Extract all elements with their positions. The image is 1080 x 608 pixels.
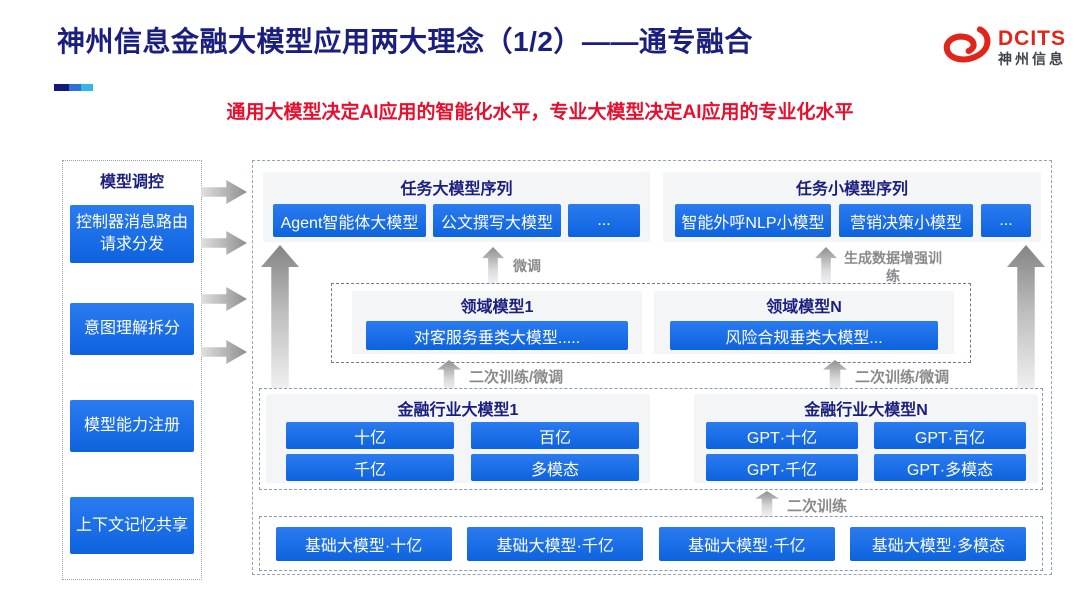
- page-title: 神州信息金融大模型应用两大理念（1/2）——通专融合: [57, 26, 753, 57]
- node-100b: 千亿: [286, 454, 454, 481]
- label-second-train-finetune-right: 二次训练/微调: [855, 369, 950, 386]
- node-1b: 十亿: [286, 422, 454, 449]
- node-document-writing-model: 公文撰写大模型: [433, 204, 561, 237]
- base-models-group: 基础大模型·十亿 基础大模型·千亿 基础大模型·千亿 基础大模型·多模态: [259, 516, 1043, 571]
- panel-task-small-models: 任务小模型序列 智能外呼NLP小模型 营销决策小模型 ...: [663, 172, 1041, 242]
- label-second-train: 二次训练: [787, 498, 848, 515]
- accent-segment-blue: [69, 84, 81, 91]
- sidebar-model-control: 模型调控 控制器消息路由请求分发 意图理解拆分 模型能力注册 上下文记忆共享: [62, 160, 202, 580]
- panel-domain-model-n: 领域模型N 风险合规垂类大模型...: [654, 291, 954, 354]
- panel-title: 任务小模型序列: [795, 181, 908, 198]
- accent-bar: [54, 84, 93, 91]
- dcits-swirl-icon: [940, 22, 992, 73]
- logo-company: 神州信息: [998, 51, 1066, 68]
- accent-segment-cyan: [81, 84, 93, 91]
- panel-domain-model-1: 领域模型1 对客服务垂类大模型.....: [352, 291, 642, 354]
- node-gpt-100b: GPT·千亿: [706, 454, 858, 481]
- subtitle: 通用大模型决定AI应用的智能化水平，专业大模型决定AI应用的专业化水平: [226, 102, 854, 123]
- sidebar-title: 模型调控: [99, 174, 164, 191]
- logo-name: DCITS: [998, 27, 1066, 51]
- logo-text: DCITS 神州信息: [998, 28, 1066, 67]
- node-more-large-models: ...: [568, 204, 640, 237]
- industry-models-group: 金融行业大模型1 十亿 百亿 千亿 多模态 金融行业大模型N GPT·十亿 GP…: [259, 388, 1043, 490]
- panel-title: 金融行业大模型N: [804, 402, 928, 419]
- up-arrow-icon-left-long: [261, 245, 299, 392]
- node-customer-service-vertical-model: 对客服务垂类大模型.....: [366, 321, 628, 350]
- domain-models-group: 领域模型1 对客服务垂类大模型..... 领域模型N 风险合规垂类大模型...: [331, 283, 971, 363]
- node-10b: 百亿: [471, 422, 639, 449]
- sidebar-item-intent-split: 意图理解拆分: [70, 303, 194, 355]
- node-base-model-1b: 基础大模型·十亿: [275, 526, 452, 561]
- sidebar-item-router-dispatch: 控制器消息路由请求分发: [70, 205, 194, 263]
- node-more-small-models: ...: [981, 204, 1031, 237]
- panel-title: 金融行业大模型1: [397, 402, 519, 419]
- label-gen-data-training: 生成数据增强训练: [844, 250, 942, 285]
- panel-title: 领域模型N: [766, 299, 842, 316]
- node-gpt-1b: GPT·十亿: [706, 422, 858, 449]
- node-base-model-100b: 基础大模型·千亿: [467, 526, 644, 561]
- node-agent-large-model: Agent智能体大模型: [273, 204, 426, 237]
- node-gpt-multimodal: GPT·多模态: [874, 454, 1026, 481]
- up-arrow-icon-gen-data: [815, 247, 837, 284]
- node-outbound-nlp-model: 智能外呼NLP小模型: [675, 204, 831, 237]
- model-architecture-diagram: 任务大模型序列 Agent智能体大模型 公文撰写大模型 ... 任务小模型序列 …: [252, 160, 1052, 575]
- right-arrow-icon: [201, 287, 247, 311]
- right-arrow-icon: [201, 340, 247, 364]
- label-finetune: 微调: [513, 258, 541, 274]
- accent-segment-navy: [54, 84, 69, 91]
- up-arrow-icon-second-train-center: [755, 491, 779, 517]
- node-base-model-multimodal: 基础大模型·多模态: [850, 526, 1027, 561]
- panel-title: 任务大模型序列: [400, 181, 513, 198]
- company-logo: DCITS 神州信息: [940, 22, 1066, 73]
- node-risk-compliance-vertical-model: 风险合规垂类大模型...: [670, 321, 938, 350]
- node-multimodal: 多模态: [471, 454, 639, 481]
- node-base-model-100b-2: 基础大模型·千亿: [658, 526, 835, 561]
- panel-title: 领域模型1: [460, 299, 534, 316]
- panel-industry-model-n: 金融行业大模型N GPT·十亿 GPT·百亿 GPT·千亿 GPT·多模态: [694, 394, 1038, 483]
- sidebar-item-context-share: 上下文记忆共享: [70, 497, 194, 554]
- up-arrow-icon-right-long: [1007, 245, 1045, 392]
- up-arrow-icon-finetune: [482, 247, 504, 284]
- label-second-train-finetune-left: 二次训练/微调: [469, 369, 564, 386]
- right-arrow-icon: [201, 180, 247, 204]
- right-arrow-icon: [201, 231, 247, 255]
- panel-task-large-models: 任务大模型序列 Agent智能体大模型 公文撰写大模型 ...: [263, 172, 650, 242]
- panel-industry-model-1: 金融行业大模型1 十亿 百亿 千亿 多模态: [266, 394, 650, 483]
- node-gpt-10b: GPT·百亿: [874, 422, 1026, 449]
- node-marketing-decision-model: 营销决策小模型: [839, 204, 973, 237]
- sidebar-item-capability-register: 模型能力注册: [70, 400, 194, 452]
